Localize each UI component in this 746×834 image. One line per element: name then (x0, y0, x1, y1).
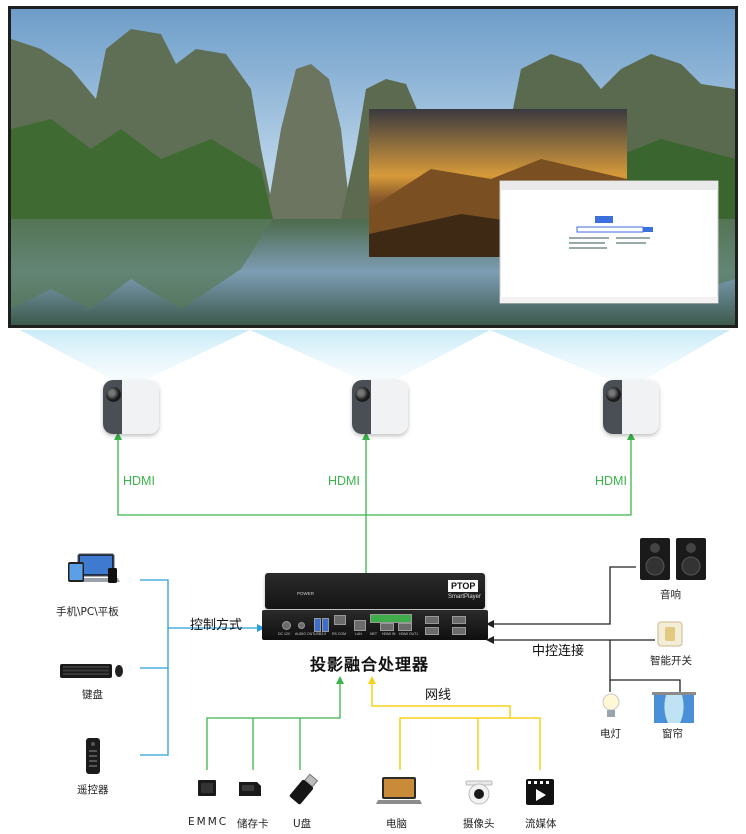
hdmi-lines (117, 436, 632, 573)
central-device-label-lamp: 电灯 (600, 728, 621, 740)
keyboard-icon (60, 661, 124, 681)
light-beam-center (250, 330, 490, 388)
hdmi-port-icon (425, 616, 439, 624)
lan-port-label: LAN (355, 632, 362, 636)
dc-port-label: DC 12V (278, 632, 291, 636)
storage-device-label-udisk: U盘 (293, 818, 312, 830)
streaming-media-icon (525, 778, 555, 806)
rs-port-icon (334, 615, 346, 625)
central-device-label-speaker: 音响 (660, 589, 681, 601)
memory-card-icon (237, 780, 263, 798)
control-device-label-keyboard: 键盘 (82, 689, 103, 701)
hdmi-port-icon (452, 627, 466, 635)
central-device-label-switch: 智能开关 (650, 655, 692, 667)
speaker-icon (638, 536, 708, 582)
hdmi-in-label: HDMI IN (382, 632, 396, 636)
emmc-chip-icon (195, 778, 219, 798)
network-lines (371, 680, 541, 770)
processor-device: POWER PTOP SmartPlayer (265, 573, 485, 609)
central-device-label-curtain: 窗帘 (662, 728, 683, 740)
hdmi-port-icon (425, 627, 439, 635)
central-control-label: 中控连接 (532, 644, 585, 659)
light-bulb-icon (601, 692, 621, 720)
usb-drive-icon (287, 772, 321, 806)
hdmi-label-right: HDMI (595, 474, 627, 488)
control-device-label-mobile: 手机\PC\平板 (56, 606, 119, 618)
projector-lens-icon (606, 387, 621, 402)
central-control-lines (488, 566, 681, 692)
terminal-block-icon (370, 614, 412, 623)
audio-port-label: AUDIO OUT (295, 632, 315, 636)
brand-subtitle: SmartPlayer (448, 594, 482, 600)
processor-title: 投影融合处理器 (310, 655, 430, 674)
projector-center (352, 380, 408, 434)
camera-icon (464, 779, 494, 805)
lan-port-icon (354, 620, 366, 631)
network-device-label-pc: 电脑 (386, 818, 407, 830)
rs-port-label: RS COM (332, 632, 346, 636)
landscape-image (11, 9, 735, 325)
usb-port-icon (314, 618, 321, 632)
computer-laptop-icon (376, 775, 422, 807)
storage-device-label-card: 储存卡 (237, 818, 269, 830)
projector-right (603, 380, 659, 434)
projector-lens-icon (106, 387, 121, 402)
hdmi-port-icon (452, 616, 466, 624)
network-cable-label: 网线 (425, 688, 452, 703)
storage-device-label-emmc: EMMC (188, 816, 229, 828)
hdmi-in-port-icon (380, 623, 394, 631)
network-device-label-stream: 流媒体 (525, 818, 557, 830)
smart-switch-icon (657, 621, 683, 647)
usb-port-label: USB3.0 (314, 632, 327, 636)
net-port-label: NET (370, 632, 377, 636)
light-beam-left (20, 330, 250, 388)
projector-lens-icon (355, 387, 370, 402)
projector-left (103, 380, 159, 434)
usb-port-icon (322, 618, 329, 632)
audio-port-icon (298, 622, 305, 629)
brand-logo: PTOP (448, 580, 479, 592)
control-method-label: 控制方式 (190, 618, 243, 633)
hdmi-label-left: HDMI (123, 474, 155, 488)
tablet-phone-pc-icon (64, 552, 120, 586)
projection-screen (8, 6, 738, 328)
curtain-icon (652, 692, 696, 724)
hdmi-label-center: HDMI (328, 474, 360, 488)
remote-control-icon (86, 738, 100, 774)
control-lines (140, 579, 262, 756)
power-label: POWER (297, 591, 315, 596)
light-beam-right (490, 330, 730, 388)
storage-lines (206, 680, 341, 770)
dc-port-icon (282, 621, 291, 630)
network-device-label-camera: 摄像头 (463, 818, 495, 830)
control-device-label-remote: 遥控器 (77, 784, 109, 796)
hdmi-out-port-icon (398, 623, 412, 631)
hdmi-out-label: HDMI OUT1 (399, 632, 419, 636)
processor-ports-panel: DC 12V AUDIO OUT USB3.0 RS COM LAN NET H… (262, 610, 488, 640)
